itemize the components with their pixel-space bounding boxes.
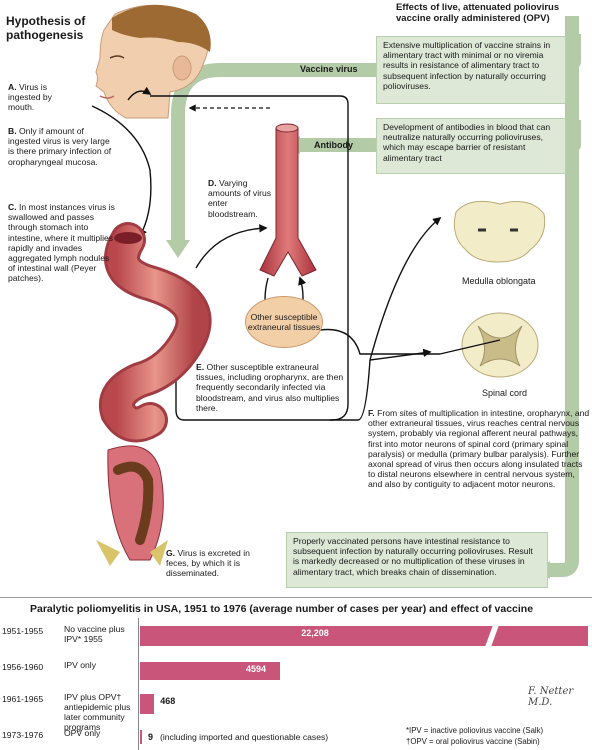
chart-period-description: IPV plus OPV† antiepidemic plus later co… <box>64 692 131 732</box>
step-f-text: From sites of multiplication in intestin… <box>368 408 590 490</box>
step-e-text: Other susceptible extraneural tissues, i… <box>196 362 344 413</box>
step-d-letter: D. <box>208 178 217 188</box>
polio-cases-chart: 1951-1955 No vaccine plus IPV* 1955 22,208… <box>0 618 592 750</box>
boy-head-illustration <box>95 4 211 119</box>
vaccine-effect-box-antibody: Development of antibodies in blood that … <box>376 118 566 174</box>
step-a-text: Virus is ingested by mouth. <box>8 82 52 113</box>
chart-bar <box>140 662 280 680</box>
rectum-illustration <box>96 445 168 566</box>
chart-period-description: No vaccine plus IPV* 1955 <box>64 624 125 644</box>
pathogenesis-illustration <box>91 4 581 579</box>
chart-title: Paralytic poliomyelitis in USA, 1951 to … <box>30 603 534 615</box>
medulla-label: Medulla oblongata <box>462 276 536 286</box>
chart-value-label: 22,208 <box>301 628 329 638</box>
step-a-letter: A. <box>8 82 17 92</box>
chart-divider <box>0 597 592 598</box>
antibody-label: Antibody <box>314 140 353 150</box>
vaccine-arrow-head-intestine <box>166 240 190 258</box>
other-tissues-oval: Other susceptible extraneural tissues <box>245 296 323 348</box>
chart-value-label: 9 <box>148 732 154 742</box>
opv-header: Effects of live, attenuated poliovirus v… <box>396 2 560 24</box>
chart-value-label: 468 <box>160 696 176 706</box>
chart-bar <box>140 730 142 744</box>
chart-value-note: (including imported and questionable cas… <box>160 732 329 742</box>
chart-period-description: OPV only <box>64 728 101 738</box>
chart-bar <box>140 694 155 714</box>
chart-period-label: 1973-1976 <box>2 730 44 740</box>
step-b-text: Only if amount of ingested virus is very… <box>8 126 112 167</box>
chart-period-label: 1951-1955 <box>2 626 44 636</box>
vaccine-effect-box-alimentary: Extensive multiplication of vaccine stra… <box>376 36 566 104</box>
chart-period-description: IPV only <box>64 660 97 670</box>
chart-axis-line <box>138 618 139 750</box>
step-b-letter: B. <box>8 126 17 136</box>
step-d: D. Varying amounts of virus enter bloods… <box>208 178 272 219</box>
chart-period-label: 1956-1960 <box>2 662 44 672</box>
step-g-letter: G. <box>166 548 176 558</box>
intestine-illustration <box>99 222 212 443</box>
medulla-illustration <box>453 200 546 263</box>
step-c: C. In most instances virus is swallowed … <box>8 202 116 284</box>
step-b: B. Only if amount of ingested virus is v… <box>8 126 116 167</box>
step-f-letter: F. <box>368 408 375 418</box>
artist-signature: F. Netter M.D. <box>528 686 574 708</box>
step-e-letter: E. <box>196 362 205 372</box>
step-f: F. From sites of multiplication in intes… <box>368 408 590 490</box>
step-c-letter: C. <box>8 202 17 212</box>
step-g-text: Virus is excreted in feces, by which it … <box>166 548 250 579</box>
blood-vessel-illustration <box>259 123 317 277</box>
step-c-text: In most instances virus is swallowed and… <box>8 202 115 284</box>
step-d-text: Varying amounts of virus enter bloodstre… <box>208 178 272 219</box>
page-title: Hypothesis of pathogenesis <box>6 14 86 42</box>
footnote-opv: †OPV = oral poliovirus vaccine (Sabin) <box>406 737 540 746</box>
footnote-ipv: *IPV = inactive poliovirus vaccine (Salk… <box>406 726 544 735</box>
step-a: A. Virus is ingested by mouth. <box>8 82 66 113</box>
step-e: E. Other susceptible extraneural tissues… <box>196 362 344 413</box>
spinal-cord-illustration <box>439 312 539 378</box>
vaccine-effect-box-resistance: Properly vaccinated persons have intesti… <box>286 532 548 588</box>
chart-bar <box>140 626 588 646</box>
spinal-cord-label: Spinal cord <box>482 388 528 398</box>
vaccine-virus-label: Vaccine virus <box>300 64 358 74</box>
step-g: G. Virus is excreted in feces, by which … <box>166 548 274 579</box>
chart-value-label: 4594 <box>246 664 267 674</box>
chart-period-label: 1961-1965 <box>2 694 44 704</box>
